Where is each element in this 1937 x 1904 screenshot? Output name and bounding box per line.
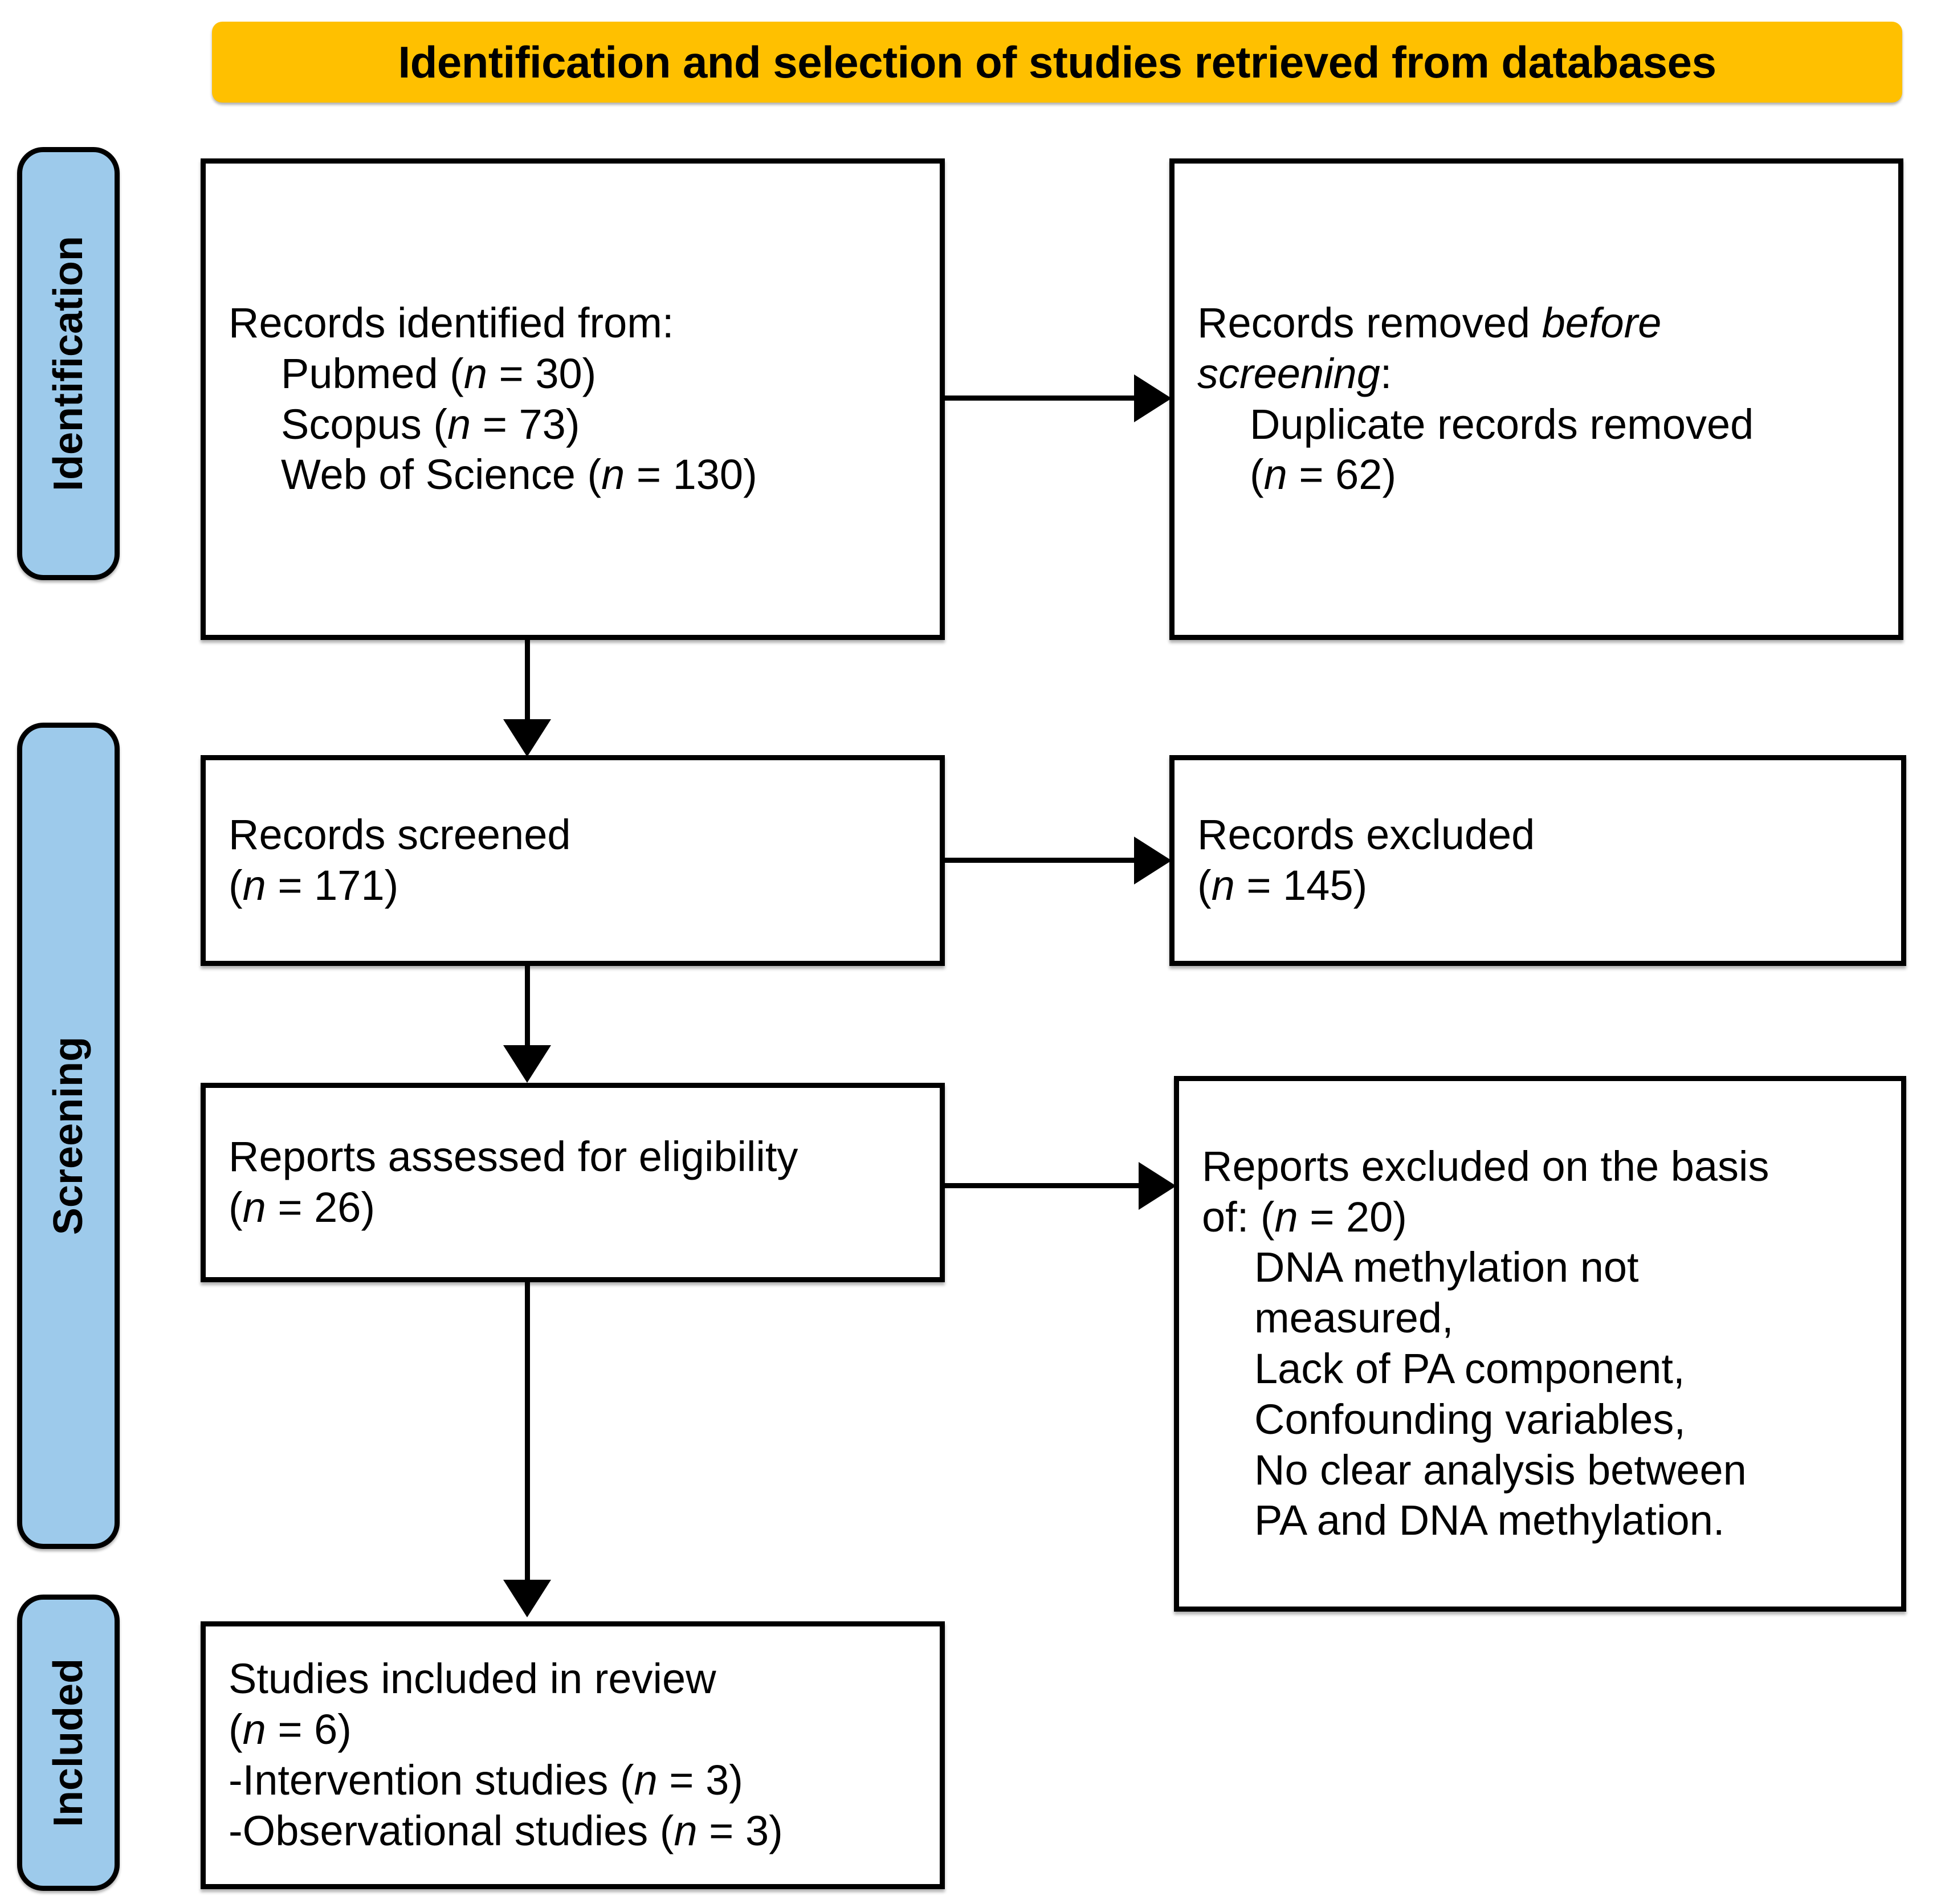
arrow-assessed-to-included-line	[525, 1282, 530, 1583]
db-wos-count: = 130)	[625, 451, 757, 499]
arrow-assessed-to-reports-excluded-line	[945, 1183, 1143, 1188]
box-line: Duplicate records removed	[1197, 399, 1875, 450]
arrow-screened-to-excluded-line	[945, 858, 1139, 863]
box-line: (n = 26)	[229, 1183, 917, 1233]
diagram-title: Identification and selection of studies …	[398, 36, 1716, 87]
arrow-identified-to-removed-line	[945, 396, 1139, 401]
colon: :	[1380, 349, 1392, 397]
arrow-identified-to-removed-head	[1134, 374, 1172, 422]
box-records-excluded: Records excluded (n = 145)	[1169, 755, 1906, 966]
box-line: Studies included in review	[229, 1655, 716, 1703]
intervention-count: = 3)	[657, 1756, 743, 1804]
box-line: Lack of PA component,	[1254, 1345, 1685, 1392]
arrow-assessed-to-included-head	[503, 1580, 551, 1617]
paren-open: (	[229, 1184, 243, 1231]
stage-label-screening-text: Screening	[46, 1036, 91, 1236]
paren-open: (	[1197, 862, 1212, 909]
box-line: (n = 145)	[1197, 861, 1878, 911]
observational-count: = 3)	[697, 1807, 783, 1854]
paren-open: (	[229, 862, 243, 909]
box-records-identified-lines: Records identified from: Pubmed (n = 30)…	[206, 298, 940, 500]
intervention-label: -Intervention studies (	[229, 1756, 634, 1804]
duplicate-count: = 62)	[1287, 451, 1397, 499]
removed-label: Records removed	[1197, 299, 1542, 346]
stage-label-included-text: Included	[46, 1658, 92, 1828]
records-screened-count: = 171)	[266, 862, 399, 909]
box-records-screened: Records screened (n = 171)	[201, 755, 945, 966]
reports-assessed-count: = 26)	[266, 1184, 376, 1231]
arrow-assessed-to-reports-excluded-head	[1139, 1162, 1176, 1210]
italic-n: n	[1263, 451, 1287, 499]
box-line: Records excluded	[1197, 811, 1535, 859]
box-reports-excluded-lines: Reports excluded on the basis of: (n = 2…	[1179, 1141, 1901, 1546]
arrow-screened-to-assessed-head	[503, 1045, 551, 1083]
stage-label-identification: Identification	[17, 147, 120, 580]
italic-n: n	[242, 862, 266, 909]
box-line: (n = 62)	[1197, 450, 1875, 500]
paren-open: (	[1250, 451, 1264, 499]
italic-n: n	[242, 1184, 266, 1231]
db-pubmed-label: Pubmed (	[281, 349, 464, 397]
box-studies-included: Studies included in review (n = 6) -Inte…	[201, 1621, 945, 1889]
paren-open: (	[229, 1706, 243, 1754]
box-line: Records identified from:	[229, 299, 674, 346]
of-label: of: (	[1202, 1193, 1275, 1241]
box-line: Records removed before	[1197, 298, 1875, 349]
arrow-identified-to-screened-head	[503, 719, 551, 757]
box-line: of: (n = 20)	[1202, 1192, 1878, 1243]
box-studies-included-lines: Studies included in review (n = 6) -Inte…	[206, 1654, 940, 1856]
arrow-identified-to-screened-line	[525, 640, 530, 723]
arrow-screened-to-excluded-head	[1134, 837, 1172, 884]
diagram-header-banner: Identification and selection of studies …	[212, 22, 1902, 103]
box-reports-assessed-lines: Reports assessed for eligibility (n = 26…	[206, 1132, 940, 1233]
stage-label-identification-text: Identification	[46, 236, 91, 491]
box-reports-assessed: Reports assessed for eligibility (n = 26…	[201, 1083, 945, 1282]
observational-label: -Observational studies (	[229, 1807, 674, 1854]
box-line: No clear analysis between	[1254, 1446, 1747, 1494]
box-line: -Observational studies (n = 3)	[229, 1806, 917, 1857]
arrow-screened-to-assessed-line	[525, 966, 530, 1049]
italic-n: n	[447, 400, 471, 448]
box-line: Web of Science (n = 130)	[229, 450, 917, 500]
italic-before: before	[1542, 299, 1662, 346]
italic-n: n	[1211, 862, 1235, 909]
box-line: Scopus (n = 73)	[229, 399, 917, 450]
box-line: DNA methylation not	[1254, 1243, 1639, 1291]
box-line: Pubmed (n = 30)	[229, 349, 917, 399]
italic-n: n	[674, 1807, 698, 1854]
box-records-excluded-lines: Records excluded (n = 145)	[1175, 810, 1901, 911]
italic-n: n	[463, 349, 487, 397]
box-records-identified: Records identified from: Pubmed (n = 30)…	[201, 158, 945, 640]
reports-excluded-count: = 20)	[1298, 1193, 1407, 1241]
italic-n: n	[242, 1706, 266, 1754]
db-wos-label: Web of Science (	[281, 451, 602, 499]
studies-included-count: = 6)	[266, 1706, 352, 1754]
box-line: -Intervention studies (n = 3)	[229, 1755, 917, 1806]
box-records-removed-before-screening: Records removed before screening: Duplic…	[1169, 158, 1903, 640]
stage-label-screening: Screening	[17, 723, 120, 1549]
box-reports-excluded: Reports excluded on the basis of: (n = 2…	[1174, 1076, 1906, 1612]
box-line: measured,	[1254, 1294, 1454, 1342]
box-records-removed-lines: Records removed before screening: Duplic…	[1175, 298, 1898, 500]
box-line: (n = 6)	[229, 1705, 917, 1755]
box-line: Reports assessed for eligibility	[229, 1133, 798, 1181]
duplicate-label: Duplicate records removed	[1250, 400, 1754, 448]
box-line: screening:	[1197, 349, 1875, 399]
stage-label-included: Included	[17, 1595, 120, 1891]
records-excluded-count: = 145)	[1234, 862, 1368, 909]
italic-screening: screening	[1197, 349, 1380, 397]
db-pubmed-count: = 30)	[487, 349, 597, 397]
db-scopus-count: = 73)	[471, 400, 580, 448]
box-line: (n = 171)	[229, 861, 917, 911]
box-line: Records screened	[229, 811, 571, 859]
italic-n: n	[601, 451, 625, 499]
box-line: Confounding variables,	[1254, 1395, 1686, 1443]
box-records-screened-lines: Records screened (n = 171)	[206, 810, 940, 911]
box-line: Reports excluded on the basis	[1202, 1142, 1769, 1190]
db-scopus-label: Scopus (	[281, 400, 448, 448]
italic-n: n	[1274, 1193, 1298, 1241]
box-line: PA and DNA methylation.	[1254, 1497, 1725, 1544]
italic-n: n	[634, 1756, 658, 1804]
